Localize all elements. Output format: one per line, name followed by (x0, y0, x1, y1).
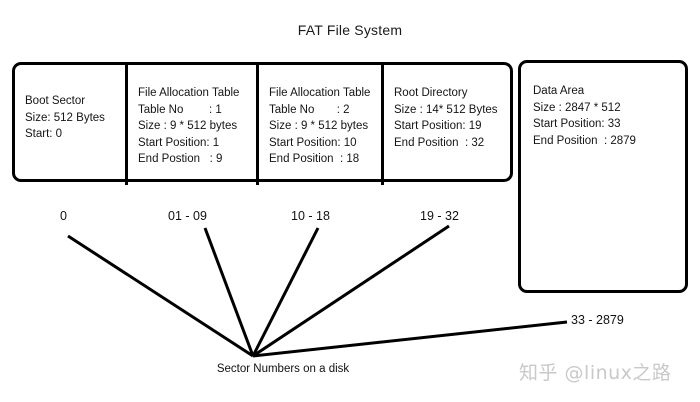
sector-label-data: 33 - 2879 (571, 313, 624, 327)
fat2-size: Size : 9 * 512 bytes (269, 120, 369, 132)
fat1-table-no: Table No : 1 (138, 103, 222, 116)
boot-sector-start: Start: 0 (25, 128, 63, 140)
sector-label-root: 19 - 32 (420, 209, 459, 223)
fat2-end-position: End Position : 18 (269, 153, 360, 165)
data-area-start-position: Start Position: 33 (533, 118, 621, 130)
data-area-title: Data Area (533, 85, 585, 97)
watermark: 知乎 @linux之路 (519, 362, 672, 384)
partition-root-directory: Root Directory Size : 14* 512 Bytes Star… (384, 65, 516, 185)
fat1-start-position: Start Position: 1 (138, 136, 220, 149)
partition-strip: Boot Sector Size: 512 Bytes Start: 0 Fil… (12, 62, 516, 185)
partition-fat-2: File Allocation Table Table No : 2 Size … (259, 65, 381, 185)
diagram-caption: Sector Numbers on a disk (216, 363, 350, 375)
fat1-size: Size : 9 * 512 bytes (138, 120, 238, 132)
leader-fat1 (203, 227, 255, 357)
boot-sector-size: Size: 512 Bytes (25, 111, 105, 124)
page-title: FAT File System (297, 22, 403, 38)
sector-label-fat2: 10 - 18 (291, 209, 330, 223)
partition-boot-sector: Boot Sector Size: 512 Bytes Start: 0 (15, 65, 125, 185)
root-end-position: End Position : 32 (394, 136, 485, 149)
root-start-position: Start Position: 19 (394, 120, 482, 132)
fat2-title: File Allocation Table (269, 87, 371, 99)
leader-root (252, 224, 450, 358)
sector-label-fat1: 01 - 09 (168, 209, 207, 223)
leader-fat2 (251, 227, 320, 357)
fat2-start-position: Start Position: 10 (269, 136, 357, 149)
fat1-end-position: End Postion : 9 (138, 153, 223, 165)
partition-data-area: Data Area Size : 2847 * 512 Start Positi… (518, 60, 688, 293)
fat1-title: File Allocation Table (138, 87, 240, 99)
partition-divider-3 (381, 65, 384, 185)
data-area-end-position: End Position : 2879 (533, 134, 636, 147)
sector-label-boot: 0 (60, 209, 67, 223)
root-size: Size : 14* 512 Bytes (394, 103, 498, 116)
boot-sector-title: Boot Sector (25, 95, 86, 107)
partition-divider-2 (256, 65, 259, 185)
leader-boot (67, 234, 254, 358)
partition-fat-1: File Allocation Table Table No : 1 Size … (128, 65, 256, 185)
partition-divider-1 (125, 65, 128, 185)
root-title: Root Directory (394, 87, 468, 99)
leader-data (252, 320, 568, 358)
fat2-table-no: Table No : 2 (269, 103, 350, 116)
data-area-size: Size : 2847 * 512 (533, 101, 621, 114)
